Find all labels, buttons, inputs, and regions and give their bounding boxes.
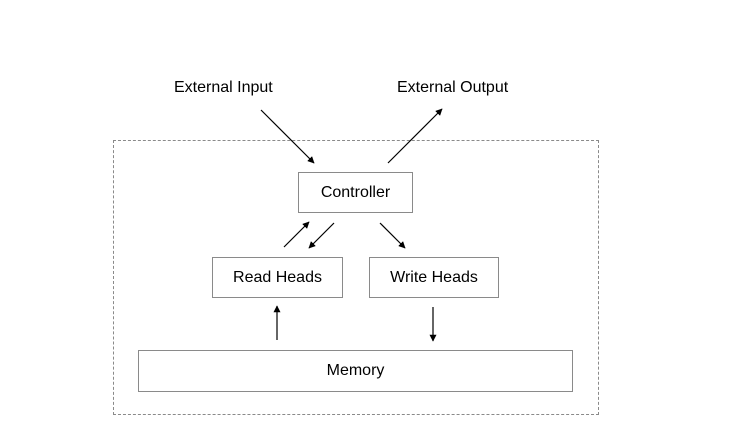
system-boundary bbox=[113, 140, 599, 415]
arrow-controller-to-write-heads bbox=[379, 222, 406, 249]
memory-box: Memory bbox=[138, 350, 573, 392]
arrow-read-heads-to-controller bbox=[283, 221, 310, 248]
external-input-label: External Input bbox=[174, 79, 273, 96]
controller-label: Controller bbox=[320, 183, 391, 201]
arrow-controller-to-read-heads bbox=[308, 222, 335, 249]
arrow-controller-to-output bbox=[387, 108, 443, 164]
read-heads-label: Read Heads bbox=[233, 268, 322, 286]
write-heads-box: Write Heads bbox=[369, 257, 499, 298]
write-heads-label: Write Heads bbox=[390, 268, 478, 286]
external-output-label: External Output bbox=[397, 79, 509, 96]
controller-box: Controller bbox=[298, 172, 413, 213]
read-heads-box: Read Heads bbox=[212, 257, 343, 298]
memory-label: Memory bbox=[326, 362, 385, 379]
arrow-input-to-controller bbox=[260, 109, 315, 164]
